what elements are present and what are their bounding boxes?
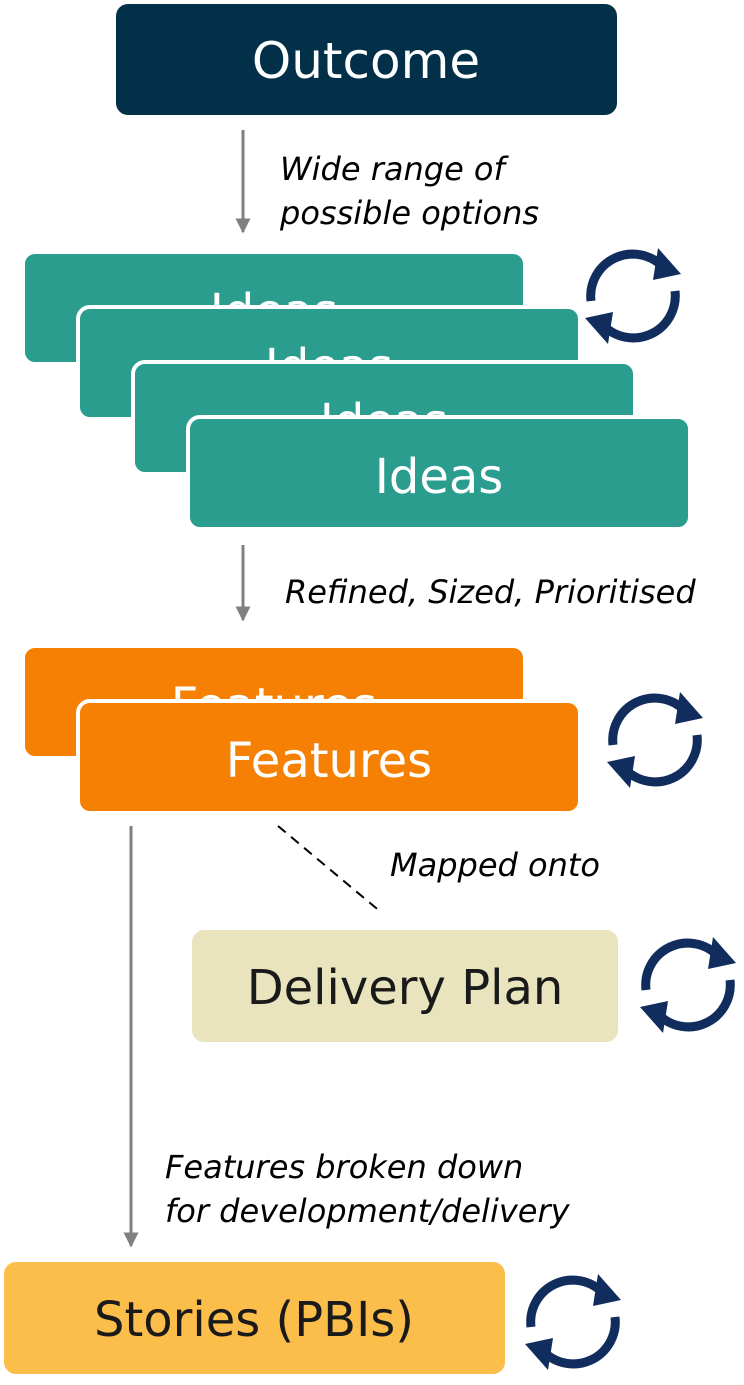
- features-to-stories-note-line2: for development/delivery: [165, 1192, 571, 1230]
- ideas-card: [186, 415, 692, 531]
- cycle-icon: [525, 1274, 621, 1370]
- ideas-stack: Ideas Ideas Ideas Ideas: [21, 250, 692, 531]
- features-to-stories-note-line1: Features broken down: [165, 1148, 523, 1186]
- outcome-label: Outcome: [252, 32, 480, 90]
- ideas-to-features-note: Refined, Sized, Prioritised: [285, 573, 696, 611]
- delivery-plan-box: [192, 930, 618, 1042]
- cycle-icon: [607, 692, 703, 788]
- features-to-plan-connector: [277, 825, 383, 914]
- outcome-box: [116, 4, 617, 115]
- features-to-plan-note: Mapped onto: [390, 846, 600, 884]
- stories-box: [4, 1262, 505, 1374]
- outcome-to-ideas-note-line2: possible options: [279, 194, 539, 232]
- stories-label: Stories (PBIs): [94, 1292, 414, 1348]
- delivery-plan-label: Delivery Plan: [247, 960, 564, 1016]
- features-stack: Features Features: [21, 644, 582, 815]
- outcome-to-ideas-note-line1: Wide range of: [280, 150, 510, 188]
- features-card-label: Features: [226, 733, 432, 789]
- cycle-icon: [640, 937, 736, 1033]
- cycle-icon: [585, 248, 681, 344]
- ideas-card-label: Ideas: [375, 449, 504, 505]
- features-card: [76, 699, 582, 815]
